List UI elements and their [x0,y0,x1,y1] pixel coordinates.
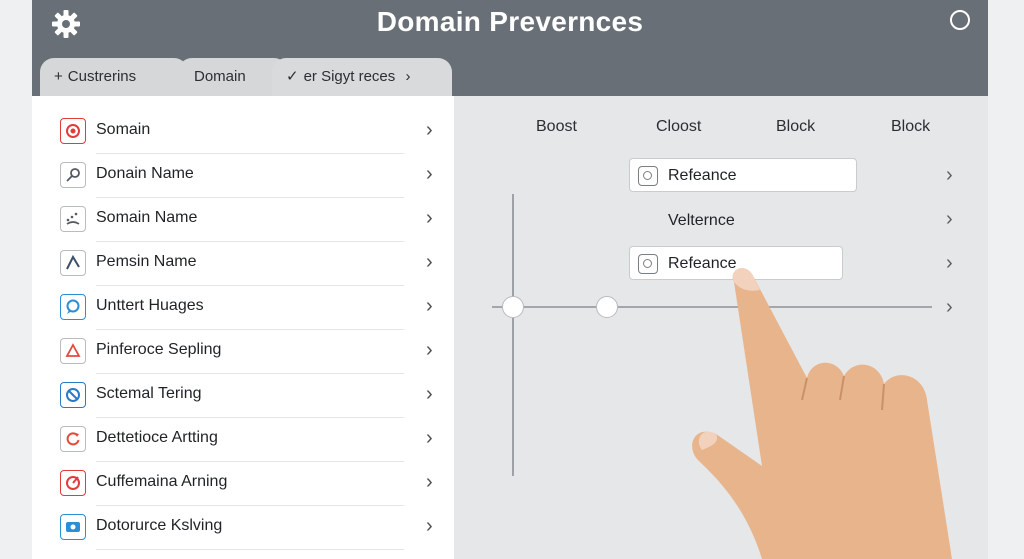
column-header-block: Block [776,118,816,135]
chevron-right-icon[interactable]: › [946,252,953,274]
sidebar-item-label: Pinferoce Sepling [96,341,222,358]
sidebar-item-label: Dettetioce Artting [96,429,218,446]
tool-icon [60,250,86,276]
chevron-right-icon[interactable]: › [946,164,953,186]
sidebar-item-label: Somain Name [96,209,198,226]
sidebar-item-label: Donain Name [96,165,194,182]
sidebar: Somain › Donain Name › Somain Name › Pem… [32,96,454,559]
chevron-right-icon: › [405,68,411,85]
block-icon [60,382,86,408]
slider-horizontal-track[interactable] [492,306,932,308]
divider [96,197,404,198]
chevron-right-icon: › [426,471,433,493]
sidebar-item-dettetioce-artting[interactable]: Dettetioce Artting › [32,418,454,462]
column-header-cloost: Cloost [656,118,702,135]
chevron-right-icon[interactable]: › [946,208,953,230]
display-icon [60,514,86,540]
window-circle-button[interactable] [950,10,970,30]
slider-knob-2[interactable] [596,296,618,318]
slider-vertical-track [512,194,514,476]
column-header-boost: Boost [536,118,577,135]
slider-knob-1[interactable] [502,296,524,318]
divider [96,153,404,154]
check-icon: ✓ [286,68,299,85]
chevron-right-icon: › [426,207,433,229]
tab-custrerins[interactable]: +Custrerins [40,58,188,96]
pattern-icon [60,206,86,232]
sidebar-item-pinferoce-sepling[interactable]: Pinferoce Sepling › [32,330,454,374]
image-icon [638,254,658,274]
search-icon [60,162,86,188]
sidebar-item-label: Dotorurce Kslving [96,517,223,534]
chevron-right-icon: › [426,427,433,449]
sidebar-item-label: Pemsin Name [96,253,197,270]
chevron-right-icon: › [426,119,433,141]
pointing-hand-illustration [692,268,952,559]
divider [96,549,404,550]
sidebar-item-label: Cuffemaina Arning [96,473,228,490]
sidebar-item-label: Sctemal Tering [96,385,202,402]
tab-domain[interactable]: Domain [178,58,288,96]
tab-label: er Sigyt reces [303,68,396,85]
sidebar-item-pemsin-name[interactable]: Pemsin Name › [32,242,454,286]
sidebar-item-somain-name[interactable]: Somain Name › [32,198,454,242]
divider [96,285,404,286]
chevron-right-icon[interactable]: › [946,296,953,318]
sidebar-item-cuffemaina-arning[interactable]: Cuffemaina Arning › [32,462,454,506]
chevron-right-icon: › [426,163,433,185]
title-bar: Domain Prevernces +Custrerins Domain ✓er… [32,0,988,96]
sidebar-item-sctemal-tering[interactable]: Sctemal Tering › [32,374,454,418]
divider [96,241,404,242]
warning-icon [60,338,86,364]
reference-label: Refeance [668,255,737,272]
reference-box-2[interactable]: Refeance [629,246,843,280]
settings-gear-icon[interactable] [50,8,82,40]
image-icon [638,166,658,186]
chevron-right-icon: › [426,295,433,317]
sidebar-item-label: Somain [96,121,151,138]
window-title: Domain Prevernces [376,6,644,37]
sidebar-item-donain-name[interactable]: Donain Name › [32,154,454,198]
refresh-icon [60,426,86,452]
divider [96,417,404,418]
reference-box-1[interactable]: Refeance [629,158,857,192]
tab-label: Custrerins [67,68,137,85]
tab-label: Domain [194,68,246,85]
reference-label: Refeance [668,167,737,184]
column-header-block-2: Block [891,118,931,135]
divider [96,373,404,374]
chevron-right-icon: › [426,251,433,273]
divider [96,505,404,506]
divider [96,461,404,462]
alert-icon [60,470,86,496]
chevron-right-icon: › [426,515,433,537]
chat-icon [60,294,86,320]
sidebar-item-label: Unttert Huages [96,297,204,314]
sidebar-item-somain[interactable]: Somain › [32,110,454,154]
chevron-right-icon: › [426,383,433,405]
plus-icon: + [54,68,63,85]
target-icon [60,118,86,144]
sidebar-item-unttert-huages[interactable]: Unttert Huages › [32,286,454,330]
tab-sigyt-reces[interactable]: ✓er Sigyt reces › [272,58,452,96]
velternce-label: Velternce [668,212,735,229]
chevron-right-icon: › [426,339,433,361]
divider [96,329,404,330]
sidebar-item-dotorurce-kslving[interactable]: Dotorurce Kslving › [32,506,454,550]
app-window: Domain Prevernces +Custrerins Domain ✓er… [32,0,988,559]
